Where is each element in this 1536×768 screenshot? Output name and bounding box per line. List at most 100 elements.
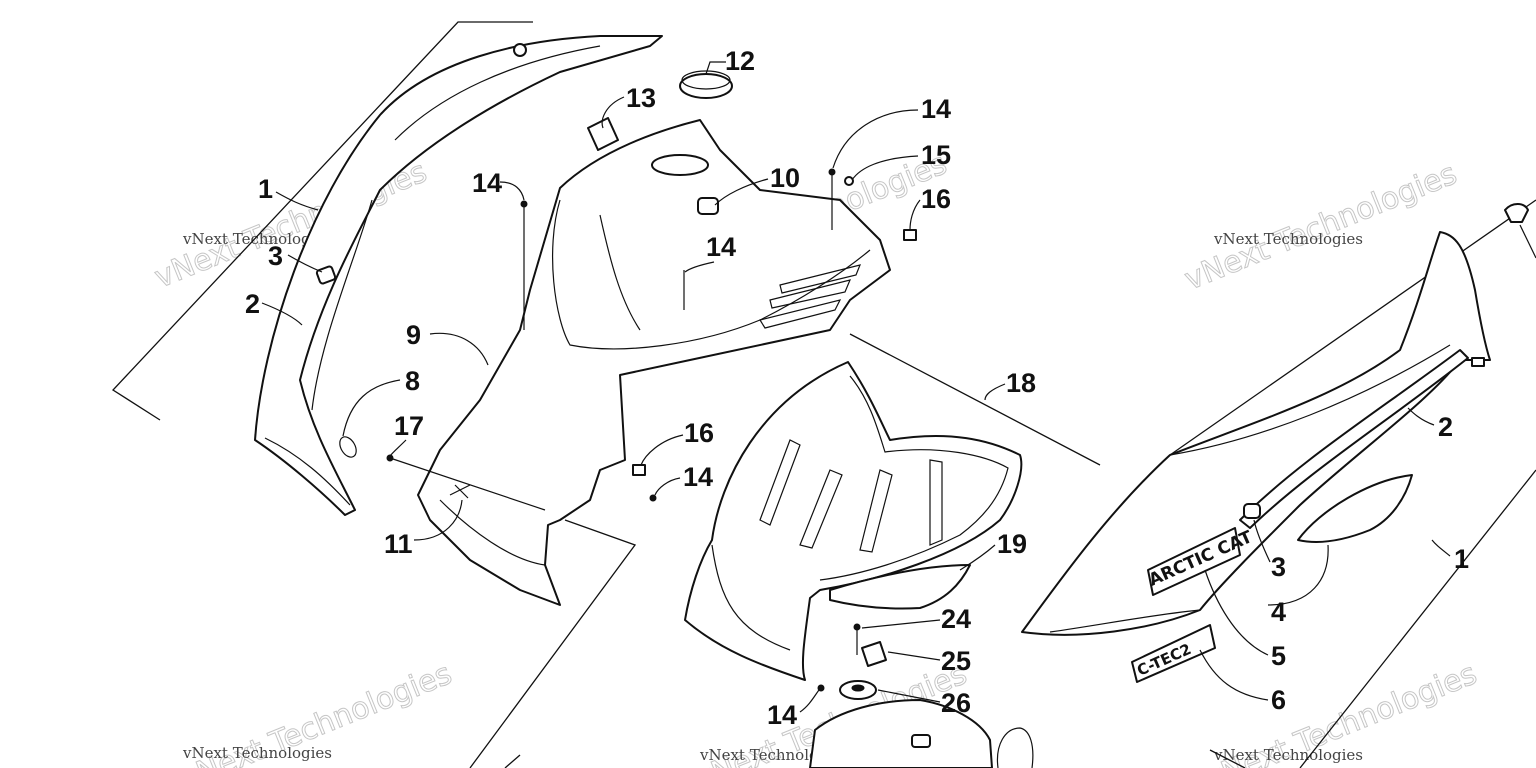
- leader-8: [342, 379, 401, 437]
- screw-17-head: [386, 454, 394, 462]
- clip-16-a: [903, 229, 917, 241]
- callout-4: 4: [1271, 597, 1286, 627]
- callout-3-right: 3: [1271, 552, 1286, 582]
- leader-14b: [832, 109, 919, 169]
- screw-14-head-e: [817, 684, 825, 692]
- leader-19: [959, 544, 996, 571]
- lower-parts: [809, 623, 1034, 768]
- callout-18: 18: [1006, 368, 1036, 398]
- callout-14-a: 14: [472, 168, 502, 198]
- watermark-small-bottom-left: vNext Technologies: [182, 744, 332, 762]
- callout-16-b: 16: [684, 418, 714, 448]
- leader-1a: [275, 191, 319, 211]
- guide-lower-left: [469, 519, 637, 768]
- callout-11: 11: [384, 529, 413, 559]
- gas-cap-ring: [681, 70, 731, 90]
- callout-14-e: 14: [767, 700, 797, 730]
- callout-15: 15: [921, 140, 951, 170]
- callout-8: 8: [405, 366, 420, 396]
- watermark-small-top-right: vNext Technologies: [1213, 230, 1363, 248]
- grommet-26-hole: [851, 684, 865, 692]
- leader-2a: [261, 302, 303, 326]
- callout-13: 13: [626, 83, 656, 113]
- gas-cap-part: [679, 70, 733, 99]
- leader-6: [1199, 649, 1269, 701]
- tray-rib-4: [929, 459, 943, 546]
- tray-rib-2: [799, 469, 843, 549]
- callout-25: 25: [941, 646, 971, 676]
- callout-labels: 1 3 2 8 17 11 9 13 12 14 14 14 14 14 15 …: [245, 46, 1469, 730]
- guide-bottom-right: [1209, 749, 1246, 768]
- ctec2-decal-plate: [1131, 624, 1216, 683]
- guide-left-panel: [111, 21, 533, 421]
- leader-3a: [287, 254, 323, 273]
- part-13-decal: [587, 117, 619, 151]
- ctec2-decal-6: C-TEC2: [1131, 624, 1216, 683]
- fuel-tank-strap: [996, 727, 1034, 768]
- watermark-small-top-left: vNext Technologies: [182, 230, 332, 248]
- callout-10: 10: [770, 163, 800, 193]
- right-panel-plug-3: [1243, 503, 1261, 519]
- guide-right-panel: [1169, 199, 1536, 456]
- leader-2b: [1407, 407, 1435, 426]
- leader-14c: [684, 261, 715, 273]
- nose-vent-1: [759, 299, 842, 329]
- right-side-panel-outline: [1021, 231, 1491, 636]
- leader-14d: [654, 477, 681, 496]
- storage-tray-outline: [684, 361, 1023, 681]
- front-nose-outline: [417, 119, 891, 606]
- leader-lines: [261, 61, 1536, 713]
- callout-9: 9: [406, 320, 421, 350]
- leader-17: [389, 439, 407, 457]
- leader-16a: [909, 199, 921, 231]
- right-side-panel-part: ARCTIC CAT C-TEC2: [1021, 203, 1529, 683]
- left-panel-inner-curve-2: [311, 199, 373, 411]
- screw-14-head-c: [649, 494, 657, 502]
- leader-13: [601, 96, 625, 129]
- callout-14-c: 14: [706, 232, 736, 262]
- guide-bottom-left: [504, 754, 521, 768]
- left-side-panel-part: [254, 35, 663, 516]
- screw-24-head: [853, 623, 861, 631]
- leader-5: [1204, 569, 1269, 656]
- callout-6: 6: [1271, 685, 1286, 715]
- leader-14e: [799, 689, 820, 713]
- right-panel-decal-4: [1297, 474, 1413, 543]
- callout-1-right: 1: [1454, 544, 1469, 574]
- watermark-top-right: vNext Technologies: [1180, 156, 1462, 297]
- clip-16-b: [632, 464, 646, 476]
- storage-tray-part: [684, 361, 1023, 681]
- callout-3-left: 3: [268, 241, 283, 271]
- callout-2-left: 2: [245, 289, 260, 319]
- leader-top-right: [1519, 224, 1536, 259]
- callout-1-left: 1: [258, 174, 273, 204]
- callout-17: 17: [394, 411, 424, 441]
- leader-11: [413, 499, 463, 541]
- assembly-guide-lines: [111, 21, 1536, 768]
- arctic-cat-decal-plate: [1147, 527, 1241, 596]
- hardware-group: [386, 168, 917, 692]
- fuel-tank: [809, 699, 993, 768]
- nose-inner-line: [599, 214, 641, 331]
- leader-26: [877, 689, 941, 703]
- callout-24: 24: [941, 604, 971, 634]
- nose-cap-opening: [651, 154, 709, 176]
- callout-14-d: 14: [683, 462, 713, 492]
- screw-14-head-b: [828, 168, 836, 176]
- nose-vent-2: [769, 279, 852, 309]
- leader-16b: [640, 434, 684, 466]
- nose-plug: [697, 197, 719, 215]
- right-panel-clip: [1471, 357, 1485, 367]
- rivet-15: [844, 176, 854, 186]
- nose-lower-curve: [439, 499, 546, 566]
- left-panel-pin: [513, 43, 527, 57]
- tray-rib-1: [759, 439, 801, 526]
- nose-cockpit-edge: [552, 199, 871, 350]
- leader-9: [429, 332, 489, 366]
- screw-14-head-a: [520, 200, 528, 208]
- right-panel-pin: [1504, 203, 1529, 223]
- right-panel-inner-line-2: [1049, 609, 1201, 633]
- right-panel-inner-line: [1169, 344, 1451, 456]
- right-panel-trim-2: [1239, 349, 1469, 529]
